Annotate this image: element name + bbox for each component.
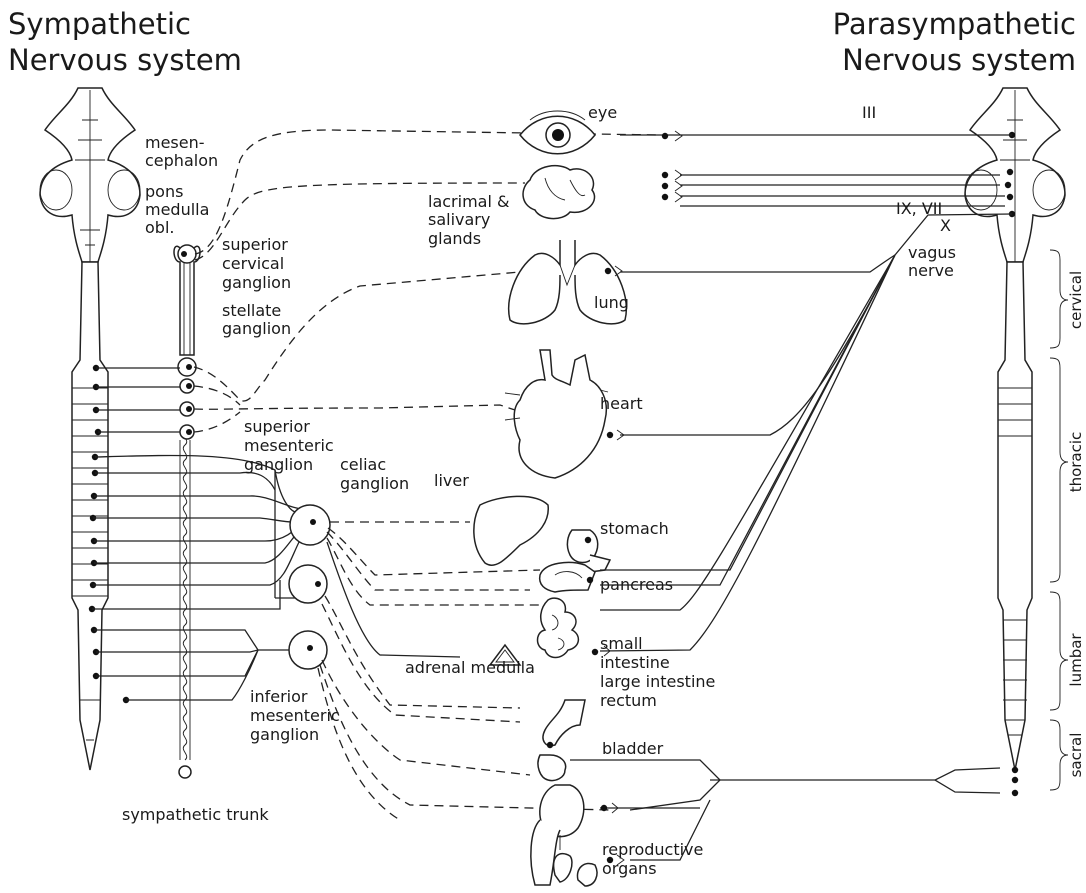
label-celiac-1: celiac [340,455,386,474]
label-superior-cervical-3: ganglion [222,273,291,292]
label-pons: pons [145,182,183,201]
label-superior-cervical-2: cervical [222,254,284,273]
label-rectum: rectum [600,691,657,710]
large-intestine-rectum-organ [538,700,585,781]
adrenal-connection [327,542,460,657]
title-sympathetic-line1: Sympathetic [8,7,191,41]
label-sup-mes-1: superior [244,417,310,436]
pancreas-organ [540,562,595,592]
sympathetic-trunk [174,245,200,778]
label-vagus-2: nerve [908,261,954,280]
label-lung: lung [594,293,629,312]
label-mesen: mesen- [145,133,205,152]
label-sympathetic-trunk: sympathetic trunk [122,805,269,824]
eye-organ [520,111,595,154]
title-parasympathetic-line2: Nervous system [842,43,1076,77]
label-bladder: bladder [602,739,664,758]
label-superior-cervical-1: superior [222,235,288,254]
label-adrenal-medulla: adrenal medulla [405,658,535,677]
label-celiac-2: ganglion [340,474,409,493]
region-label-lumbar: lumbar [1067,633,1085,687]
region-label-thoracic: thoracic [1067,432,1085,493]
label-sup-mes-3: ganglion [244,455,313,474]
label-lacrimal-2: salivary [428,210,490,229]
heart-organ [505,350,608,478]
region-label-cervical: cervical [1067,271,1085,329]
right-spinal-cord [998,262,1032,770]
label-stellate-1: stellate [222,301,281,320]
lacrimal-salivary-gland-organ [523,166,594,219]
label-pancreas: pancreas [600,575,673,594]
label-sup-mes-2: mesenteric [244,436,334,455]
label-liver: liver [434,471,469,490]
label-inf-mes-1: inferior [250,687,308,706]
label-lacrimal-1: lacrimal & [428,192,509,211]
label-reproductive-1: reproductive [602,840,703,859]
small-intestine-organ [538,598,579,657]
label-heart: heart [600,394,643,413]
left-brainstem [40,88,140,262]
label-medulla: medulla [145,200,209,219]
title-parasympathetic-line1: Parasympathetic [833,7,1076,41]
label-small-intestine-1: small [600,634,643,653]
label-obl: obl. [145,218,174,237]
label-nerve-ix-vii: IX, VII [896,199,942,218]
label-lacrimal-3: glands [428,229,481,248]
label-large-intestine: large intestine [600,672,715,691]
label-cephalon: cephalon [145,151,218,170]
label-eye: eye [588,103,617,122]
celiac-ganglion [290,505,330,545]
region-label-sacral: sacral [1067,733,1085,778]
label-inf-mes-3: ganglion [250,725,319,744]
label-stellate-2: ganglion [222,319,291,338]
label-nerve-iii: III [862,103,876,122]
label-small-intestine-2: intestine [600,653,670,672]
region-braces [1050,250,1068,790]
label-nerve-x: X [940,216,951,235]
prevertebral-ganglia [289,505,330,669]
label-reproductive-2: organs [602,859,657,878]
label-inf-mes-2: mesenteric [250,706,340,725]
liver-organ [474,496,548,565]
label-stomach: stomach [600,519,669,538]
label-vagus-1: vagus [908,243,956,262]
superior-mesenteric-ganglion [289,565,327,603]
title-sympathetic-line2: Nervous system [8,43,242,77]
left-spinal-cord [72,262,108,770]
